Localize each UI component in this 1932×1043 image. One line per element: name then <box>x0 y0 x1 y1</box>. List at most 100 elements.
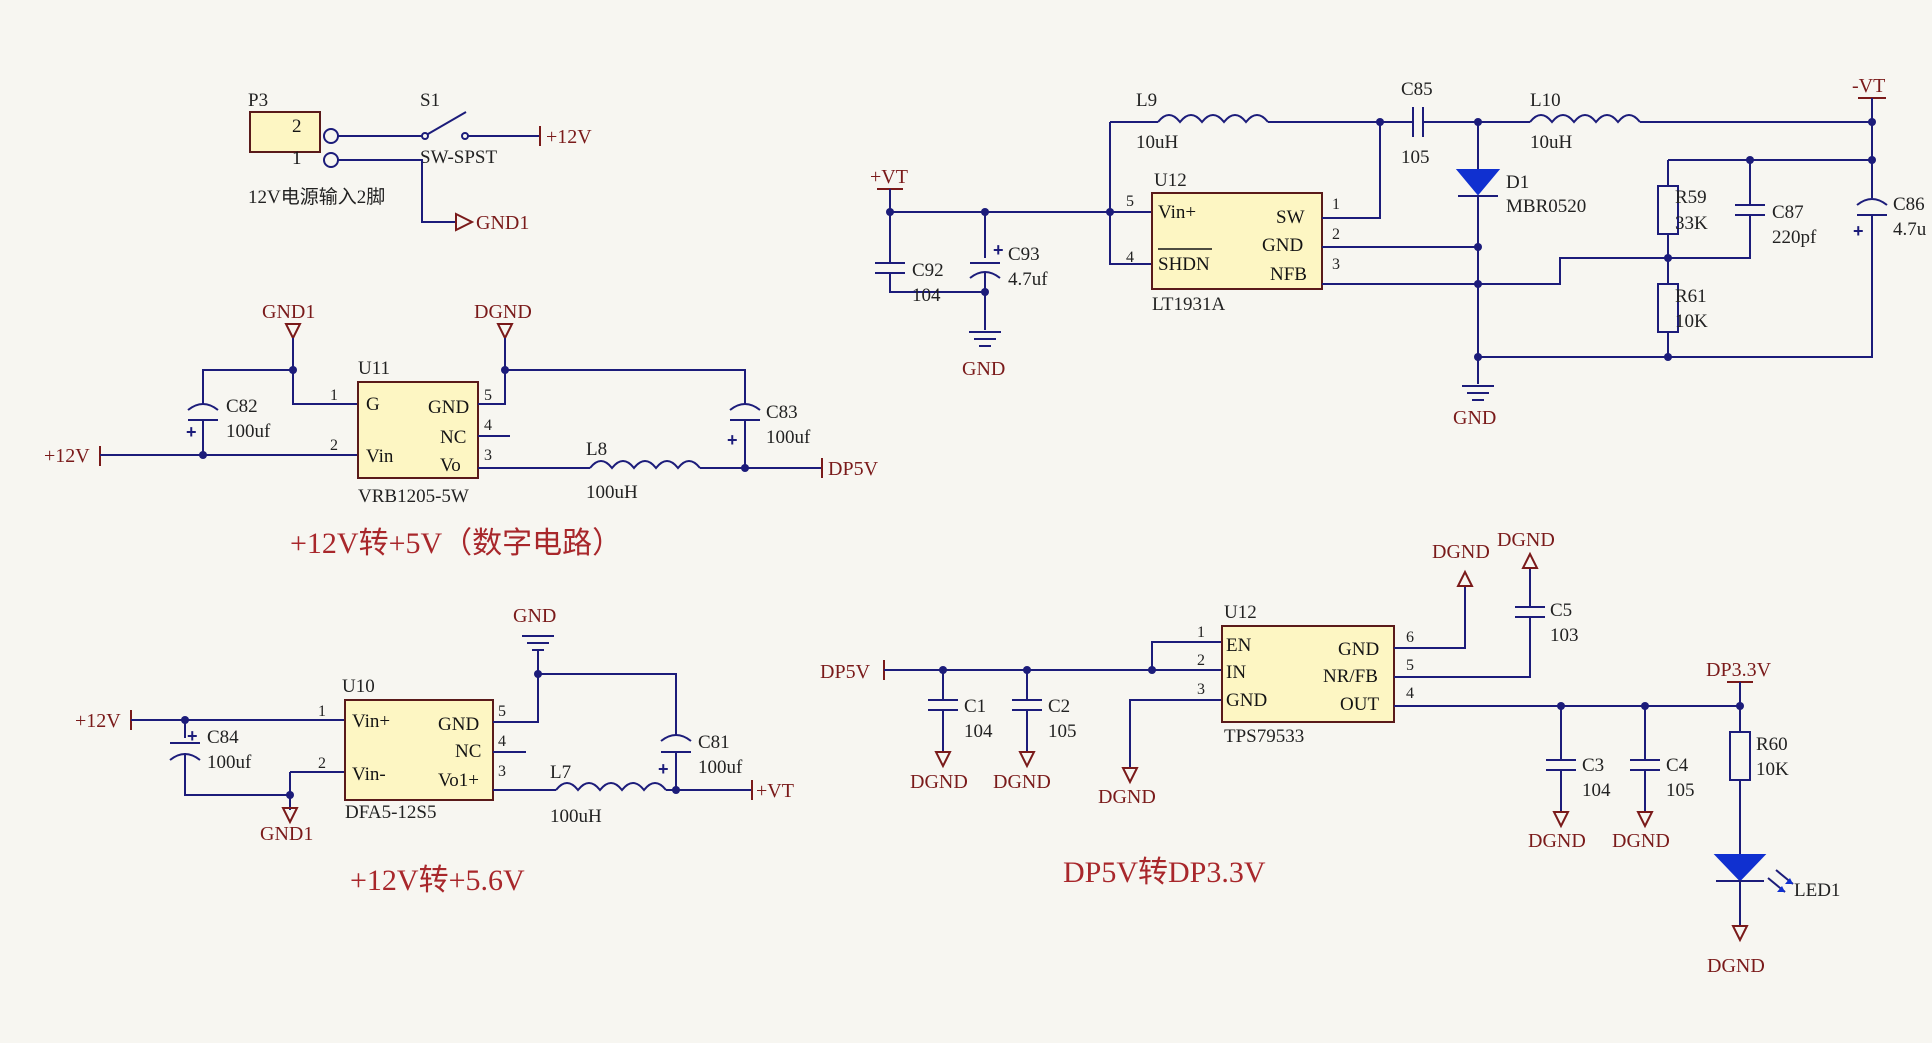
r60-value: 10K <box>1756 759 1789 780</box>
tps-pin3-num: 3 <box>1197 681 1205 698</box>
c3-value: 104 <box>1582 780 1611 801</box>
net-label-12v-s1: +12V <box>546 126 592 148</box>
lt1931a-ref: U12 <box>1154 170 1187 191</box>
net-label-dp5v-u11: DP5V <box>828 458 879 480</box>
c83-ref: C83 <box>766 402 798 423</box>
net-label-dgnd-c2: DGND <box>993 771 1051 793</box>
c2-ref: C2 <box>1048 696 1070 717</box>
u10-part: DFA5-12S5 <box>345 802 437 823</box>
net-label-vt-lt: +VT <box>870 166 908 188</box>
lt1931a-chip <box>1151 192 1323 290</box>
l8-value: 100uH <box>586 482 638 503</box>
tps79533-out-pin: OUT <box>1340 694 1379 715</box>
p3-connector <box>249 111 321 153</box>
lt-pin2-num: 2 <box>1332 226 1340 243</box>
c1-ref: C1 <box>964 696 986 717</box>
l10-ref: L10 <box>1530 90 1561 111</box>
u11-vin-pin: Vin <box>366 446 394 467</box>
c4-ref: C4 <box>1666 755 1689 776</box>
c82-polarity: + <box>186 422 197 442</box>
u10-nc-pin: NC <box>455 741 481 762</box>
net-label-gnd-u10: GND <box>513 605 556 627</box>
lt1931a-vinp-pin: Vin+ <box>1158 202 1196 223</box>
net-label-dp33v: DP3.3V <box>1706 659 1772 681</box>
r61-ref: R61 <box>1675 286 1707 307</box>
p3-desc: 12V电源输入2脚 <box>248 186 385 208</box>
c93-ref: C93 <box>1008 244 1040 265</box>
tps79533-en-pin: EN <box>1226 635 1252 656</box>
title-12v-to-5p6v: +12V转+5.6V <box>350 864 525 897</box>
tps-pin6-num: 6 <box>1406 629 1414 646</box>
u11-vo-pin: Vo <box>440 455 461 476</box>
d1-diode <box>1455 169 1501 196</box>
u10-pin1-num: 1 <box>318 703 326 720</box>
c5-ref: C5 <box>1550 600 1572 621</box>
l9-value: 10uH <box>1136 132 1179 153</box>
c1-value: 104 <box>964 721 993 742</box>
net-label-12v-u11: +12V <box>44 445 90 467</box>
u10-pin4-num: 4 <box>498 733 506 750</box>
c86-value: 4.7u <box>1893 219 1927 240</box>
u10-vinp-pin: Vin+ <box>352 711 390 732</box>
net-label-dgnd-tps: DGND <box>1098 786 1156 808</box>
led1-ref: LED1 <box>1794 880 1840 901</box>
l10-value: 10uH <box>1530 132 1573 153</box>
u11-g-pin: G <box>366 394 380 415</box>
u10-regulator-section: +12V + C84 100uf GND1 1 2 U10 Vin+ Vin- … <box>75 605 794 845</box>
d1-ref: D1 <box>1506 172 1529 193</box>
u10-pin5-num: 5 <box>498 703 506 720</box>
lt1931a-gnd-pin: GND <box>1262 235 1303 256</box>
c82-ref: C82 <box>226 396 258 417</box>
c86-polarity: + <box>1853 221 1864 241</box>
tps79533-ref: U12 <box>1224 602 1257 623</box>
c87-value: 220pf <box>1772 227 1817 248</box>
c93-polarity: + <box>993 240 1004 260</box>
u11-pin1-num: 1 <box>330 387 338 404</box>
tps79533-nrfb-pin: NR/FB <box>1323 666 1378 687</box>
s1-ref: S1 <box>420 90 440 111</box>
l9-ref: L9 <box>1136 90 1157 111</box>
u10-pin2-num: 2 <box>318 755 326 772</box>
net-label-dgnd-c3: DGND <box>1528 830 1586 852</box>
c84-value: 100uf <box>207 752 252 773</box>
u10-gnd-pin: GND <box>438 714 479 735</box>
c83-polarity: + <box>727 430 738 450</box>
tps79533-gnd-pin: GND <box>1226 690 1267 711</box>
r61-value: 10K <box>1675 311 1708 332</box>
lt-pin1-num: 1 <box>1332 196 1340 213</box>
l7-value: 100uH <box>550 806 602 827</box>
net-label-gnd1-p3: GND1 <box>476 212 529 234</box>
c82-value: 100uf <box>226 421 271 442</box>
tps-pin2-num: 2 <box>1197 652 1205 669</box>
u10-vinn-pin: Vin- <box>352 764 386 785</box>
u11-part: VRB1205-5W <box>358 486 469 507</box>
c85-value: 105 <box>1401 147 1430 168</box>
c92-value: 104 <box>912 285 941 306</box>
c92-ref: C92 <box>912 260 944 281</box>
r60-resistor <box>1729 731 1751 781</box>
c83-value: 100uf <box>766 427 811 448</box>
net-label-gnd1-u11: GND1 <box>262 301 315 323</box>
c87-ref: C87 <box>1772 202 1804 223</box>
net-label-dgnd-c4: DGND <box>1612 830 1670 852</box>
c2-value: 105 <box>1048 721 1077 742</box>
net-label-dgnd-u11: DGND <box>474 301 532 323</box>
tps79533-part: TPS79533 <box>1224 726 1304 747</box>
net-label-dgnd-led: DGND <box>1707 955 1765 977</box>
net-label-gnd-d1: GND <box>1453 407 1496 429</box>
lt1931a-sw-pin: SW <box>1276 207 1305 228</box>
lt1931a-nfb-pin: NFB <box>1270 264 1307 285</box>
lt-pin4-num: 4 <box>1126 249 1134 266</box>
s1-value: SW-SPST <box>420 147 497 168</box>
p3-ref: P3 <box>248 90 268 111</box>
u11-gnd-pin: GND <box>428 397 469 418</box>
p3-pin2-num: 2 <box>292 116 302 137</box>
r60-ref: R60 <box>1756 734 1788 755</box>
c86-ref: C86 <box>1893 194 1925 215</box>
c93-value: 4.7uf <box>1008 269 1048 290</box>
net-label-gnd1-u10: GND1 <box>260 823 313 845</box>
tps-pin4-num: 4 <box>1406 685 1414 702</box>
lt1931a-shdn-pin: SHDN <box>1158 254 1210 275</box>
